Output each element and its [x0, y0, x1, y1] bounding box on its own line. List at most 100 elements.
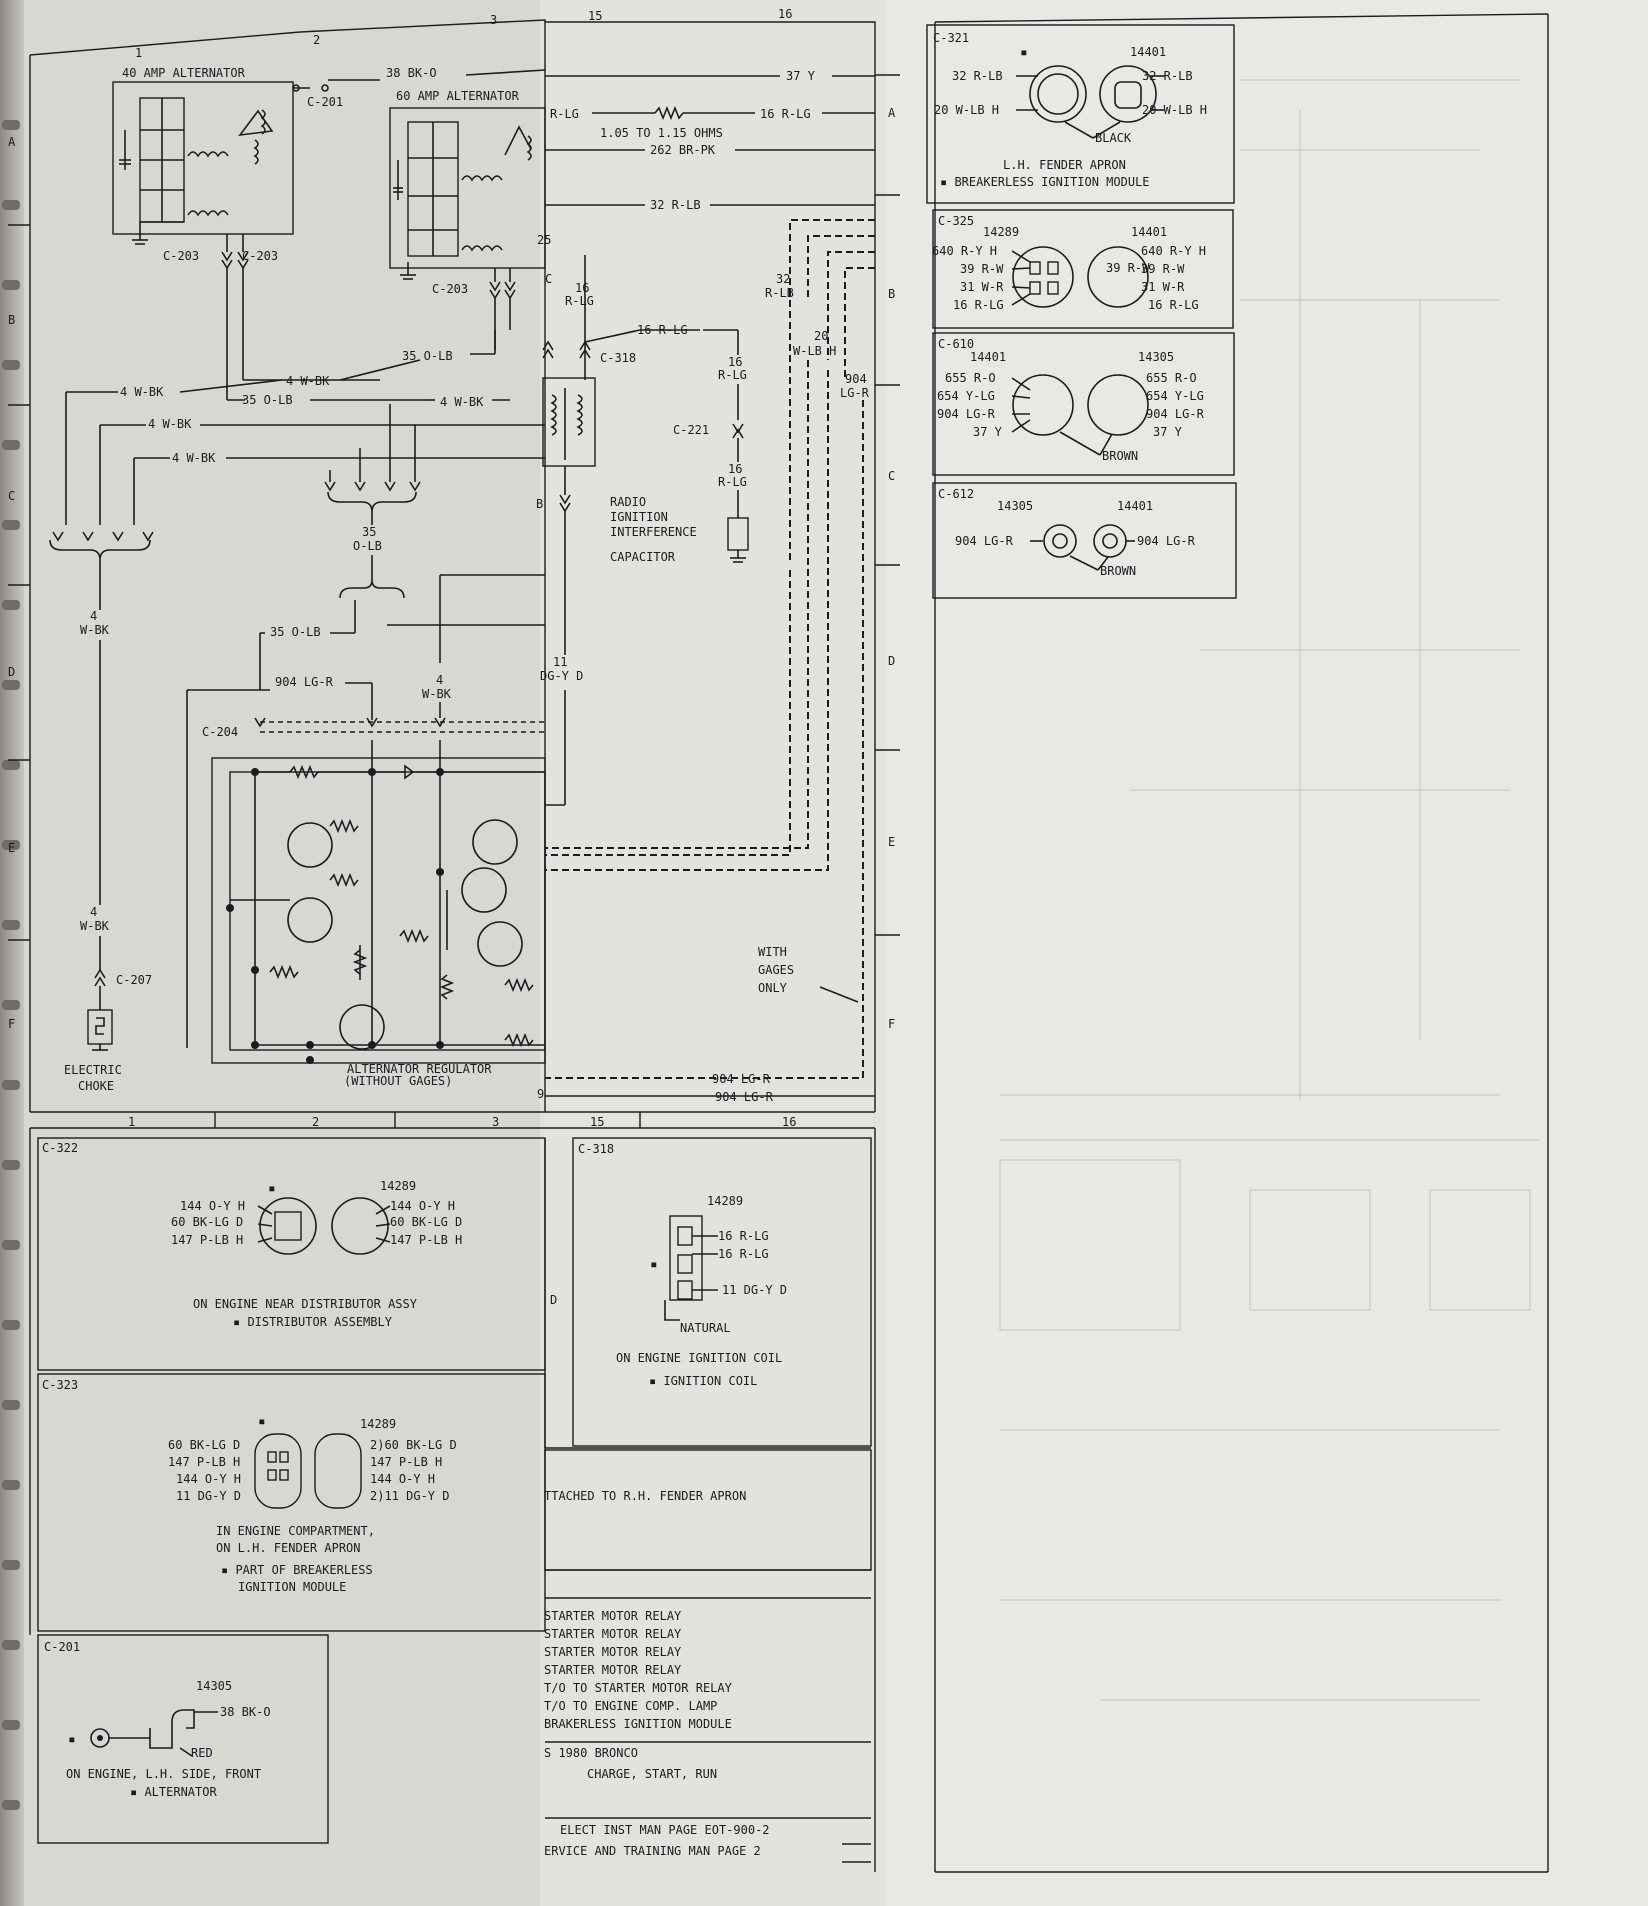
connector-c610-panel: C-610 14401 14305 655 R-O 654 Y-LG 904 L… [932, 332, 1235, 476]
svg-text:RADIO: RADIO [610, 495, 646, 509]
spiral-binding [0, 0, 24, 1906]
svg-text:37 Y: 37 Y [973, 425, 1003, 439]
svg-text:CHARGE, START, RUN: CHARGE, START, RUN [587, 1767, 717, 1781]
svg-text:NATURAL: NATURAL [680, 1321, 731, 1335]
grid-row-labels-right: A B C D E F [888, 106, 896, 1031]
svg-text:25: 25 [537, 233, 551, 247]
svg-text:16 R-LG: 16 R-LG [718, 1247, 769, 1261]
svg-text:C: C [888, 469, 895, 483]
svg-text:1: 1 [128, 1115, 135, 1129]
svg-text:BRAKERLESS IGNITION MODULE: BRAKERLESS IGNITION MODULE [544, 1717, 732, 1731]
svg-text:14289: 14289 [360, 1417, 396, 1431]
connector-c325-panel: C-325 14289 14401 640 R-Y H 39 R-W 31 W-… [932, 209, 1234, 329]
svg-text:W-BK: W-BK [80, 623, 110, 637]
svg-text:C: C [545, 272, 552, 286]
svg-text:C-325: C-325 [938, 214, 974, 228]
svg-text:35 O-LB: 35 O-LB [270, 625, 321, 639]
alternator-60-amp: 60 AMP ALTERNATOR 25 C-203 [389, 89, 551, 350]
svg-text:16: 16 [575, 281, 589, 295]
svg-text:▪ BREAKERLESS IGNITION MODULE: ▪ BREAKERLESS IGNITION MODULE [940, 175, 1150, 189]
svg-text:20: 20 [814, 329, 828, 343]
connector-c322-panel: C-322 ▪ 14289 144 O-Y H 60 BK-LG D 147 P… [37, 1137, 546, 1371]
svg-text:60 BK-LG D: 60 BK-LG D [171, 1215, 243, 1229]
svg-text:STARTER MOTOR RELAY: STARTER MOTOR RELAY [544, 1645, 682, 1659]
svg-text:904 LG-R: 904 LG-R [1137, 534, 1196, 548]
svg-text:DG-Y D: DG-Y D [540, 669, 583, 683]
notes-section: TTACHED TO R.H. FENDER APRON STARTER MOT… [544, 1449, 872, 1863]
svg-text:1: 1 [135, 46, 142, 60]
connector-c201-panel: C-201 14305 ▪ 38 BK-O RED ON ENGINE, L.H… [37, 1634, 329, 1844]
svg-text:IGNITION: IGNITION [610, 510, 668, 524]
svg-text:F: F [8, 1017, 15, 1031]
svg-text:STARTER MOTOR RELAY: STARTER MOTOR RELAY [544, 1663, 682, 1677]
svg-text:31 W-R: 31 W-R [1141, 280, 1185, 294]
svg-text:16 R-LG: 16 R-LG [1148, 298, 1199, 312]
svg-text:144 O-Y H: 144 O-Y H [176, 1472, 241, 1486]
svg-text:32 R-LB: 32 R-LB [1142, 69, 1193, 83]
svg-text:ON ENGINE IGNITION COIL: ON ENGINE IGNITION COIL [616, 1351, 782, 1365]
svg-text:2: 2 [313, 33, 320, 47]
svg-text:16 R-LG: 16 R-LG [637, 323, 688, 337]
svg-text:D: D [550, 1293, 557, 1307]
svg-text:W-LB H: W-LB H [793, 344, 836, 358]
svg-text:S 1980 BRONCO: S 1980 BRONCO [544, 1746, 638, 1760]
svg-text:R-LG: R-LG [718, 368, 747, 382]
svg-text:W-BK: W-BK [422, 687, 452, 701]
svg-text:16: 16 [728, 462, 742, 476]
svg-text:▪: ▪ [1020, 44, 1028, 59]
svg-text:147 P-LB H: 147 P-LB H [370, 1455, 442, 1469]
svg-text:BLACK: BLACK [1095, 131, 1132, 145]
diagram-frame [29, 13, 1549, 1873]
svg-text:A: A [888, 106, 896, 120]
svg-text:147 P-LB H: 147 P-LB H [390, 1233, 462, 1247]
svg-text:R-LG: R-LG [565, 294, 594, 308]
connector-c318-panel: C-318 D 14289 ▪ 16 R-LG 16 R-LG 11 DG-Y … [544, 1137, 872, 1449]
svg-text:60 BK-LG D: 60 BK-LG D [168, 1438, 240, 1452]
svg-text:LG-R: LG-R [840, 386, 870, 400]
svg-text:E: E [8, 841, 15, 855]
svg-text:RED: RED [191, 1746, 213, 1760]
svg-text:ON L.H. FENDER APRON: ON L.H. FENDER APRON [216, 1541, 361, 1555]
svg-text:35 O-LB: 35 O-LB [242, 393, 293, 407]
svg-text:904: 904 [845, 372, 867, 386]
svg-text:2)60 BK-LG D: 2)60 BK-LG D [370, 1438, 457, 1452]
svg-text:14401: 14401 [970, 350, 1006, 364]
svg-text:4: 4 [90, 905, 97, 919]
svg-text:3: 3 [492, 1115, 499, 1129]
svg-text:16 R-LG: 16 R-LG [718, 1229, 769, 1243]
svg-text:904 LG-R: 904 LG-R [955, 534, 1014, 548]
svg-text:904 LG-R: 904 LG-R [275, 675, 334, 689]
svg-text:904 LG-R: 904 LG-R [715, 1090, 774, 1104]
svg-text:654 Y-LG: 654 Y-LG [1146, 389, 1204, 403]
svg-text:R-LG: R-LG [550, 107, 579, 121]
svg-text:4 W-BK: 4 W-BK [120, 385, 164, 399]
svg-text:904 LG-R: 904 LG-R [937, 407, 996, 421]
svg-text:C-322: C-322 [42, 1141, 78, 1155]
connector-c323-panel: C-323 ▪ 14289 60 BK-LG D 147 P-LB H 144 … [37, 1373, 546, 1632]
svg-text:2)11 DG-Y D: 2)11 DG-Y D [370, 1489, 449, 1503]
grid-row-labels-left: A B C D E F [8, 135, 16, 1031]
svg-text:144 O-Y H: 144 O-Y H [370, 1472, 435, 1486]
svg-text:14401: 14401 [1130, 45, 1166, 59]
svg-text:37 Y: 37 Y [786, 69, 816, 83]
svg-text:▪ ALTERNATOR: ▪ ALTERNATOR [130, 1785, 217, 1799]
svg-text:C-612: C-612 [938, 487, 974, 501]
alternator-regulator: ALTERNATOR REGULATOR (WITHOUT GAGES) 9 [211, 740, 546, 1101]
svg-text:39 R-W: 39 R-W [960, 262, 1004, 276]
connector-c612-panel: C-612 14305 14401 904 LG-R 904 LG-R BROW… [932, 482, 1237, 599]
svg-text:STARTER MOTOR RELAY: STARTER MOTOR RELAY [544, 1609, 682, 1623]
svg-text:20 W-LB H: 20 W-LB H [934, 103, 999, 117]
svg-text:CHOKE: CHOKE [78, 1079, 114, 1093]
svg-text:4 W-BK: 4 W-BK [440, 395, 484, 409]
svg-text:W-BK: W-BK [80, 919, 110, 933]
svg-text:BROWN: BROWN [1102, 449, 1138, 463]
svg-text:15: 15 [590, 1115, 604, 1129]
svg-text:20 W-LB H: 20 W-LB H [1142, 103, 1207, 117]
svg-text:14305: 14305 [1138, 350, 1174, 364]
svg-text:C-321: C-321 [933, 31, 969, 45]
svg-text:15: 15 [588, 9, 602, 23]
alternator-40-amp: 40 AMP ALTERNATOR C-201 38 BK-O C-203 C-… [112, 66, 546, 400]
svg-text:640 R-Y H: 640 R-Y H [932, 244, 997, 258]
svg-text:14289: 14289 [380, 1179, 416, 1193]
